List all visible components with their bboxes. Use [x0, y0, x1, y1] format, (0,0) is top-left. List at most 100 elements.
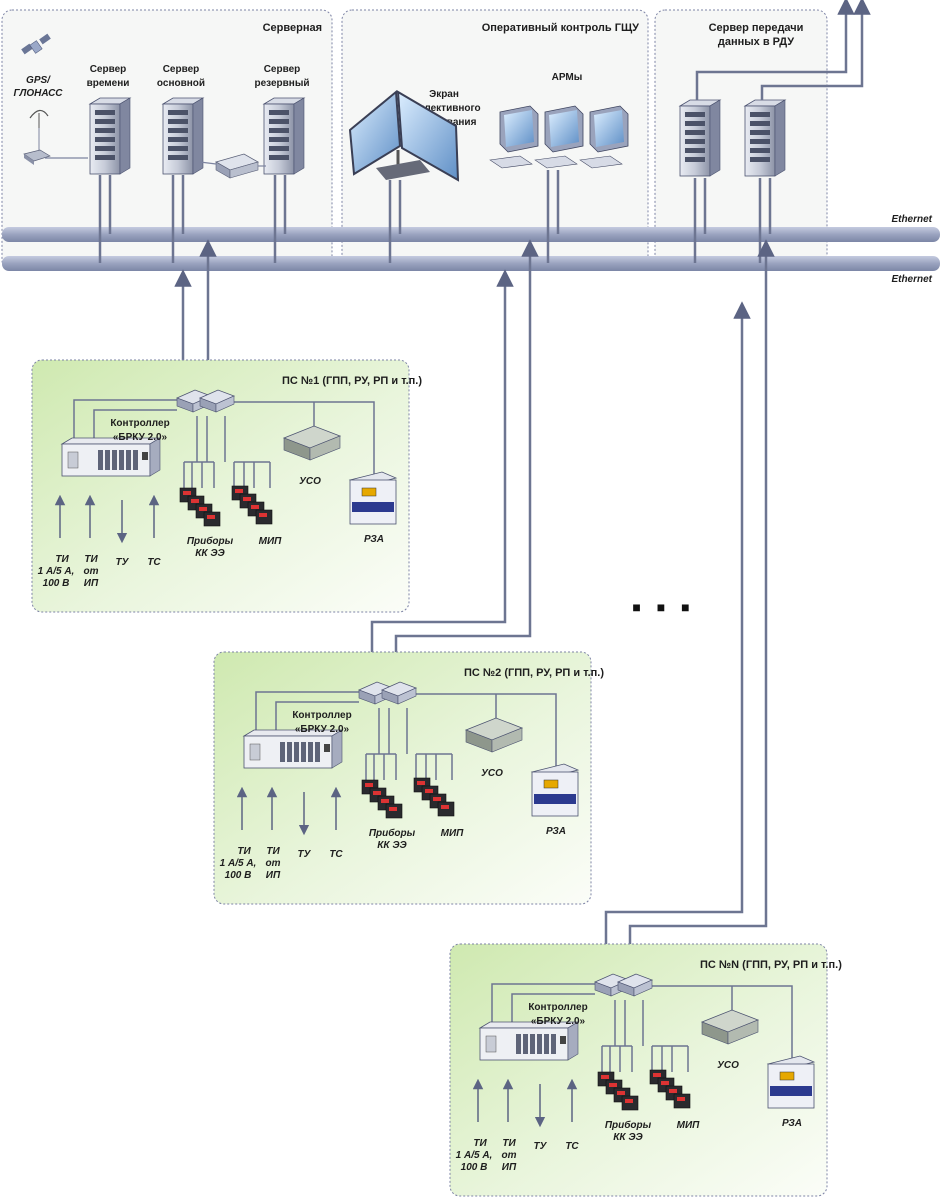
- gps-label-2: ГЛОНАСС: [13, 88, 63, 99]
- server-room-title: Серверная: [263, 22, 322, 34]
- main-server-label-1: Сервер: [163, 64, 200, 75]
- backup-server-label-2: резервный: [254, 78, 309, 89]
- main-server-label-2: основной: [157, 78, 205, 89]
- signal-ti-ip-1: ТИ: [266, 846, 280, 857]
- signal-ts: ТС: [565, 1141, 579, 1152]
- uso-label: УСО: [481, 768, 503, 779]
- signal-ti-ip-2: от: [84, 566, 99, 577]
- energy-meters-icon: [179, 487, 221, 527]
- brku-controller-icon: [242, 729, 344, 769]
- signal-ti-ip-2: от: [266, 858, 281, 869]
- ethernet-label-1: Ethernet: [891, 214, 932, 225]
- mip-label: МИП: [441, 828, 465, 839]
- substation-wiring: [491, 983, 793, 1072]
- mip-label: МИП: [677, 1120, 701, 1131]
- substation-title: ПС №2 (ГПП, РУ, РП и т.п.): [464, 667, 604, 679]
- substation-panel-1: ПС №1 (ГПП, РУ, РП и т.п.) Контроллер «БРК…: [31, 359, 422, 613]
- signal-arrows: [236, 786, 342, 836]
- ethernet-bus-2: [2, 256, 940, 271]
- uso-device-icon: [282, 425, 342, 461]
- signal-ti-ip-3: ИП: [266, 870, 281, 881]
- uso-device-icon: [700, 1009, 760, 1045]
- signal-tu: ТУ: [534, 1141, 548, 1152]
- ellipsis: ■ ■ ■: [632, 599, 695, 615]
- control-title: Оперативный контроль ГЩУ: [482, 22, 639, 34]
- time-server-label-1: Сервер: [90, 64, 127, 75]
- signal-ti-ac-1: ТИ: [55, 554, 69, 565]
- screen-label-1: Экран: [429, 89, 459, 100]
- controller-label-1: Контроллер: [292, 710, 351, 721]
- network-switch-icon: [593, 973, 654, 997]
- transfer-title-1: Сервер передачи: [709, 22, 804, 34]
- substation-title: ПС №N (ГПП, РУ, РП и т.п.): [700, 959, 842, 971]
- signal-tu: ТУ: [298, 849, 312, 860]
- rza-label: РЗА: [546, 826, 566, 837]
- antenna-icon: [29, 109, 49, 150]
- signal-tu: ТУ: [116, 557, 130, 568]
- signal-ti-ip-2: от: [502, 1150, 517, 1161]
- time-server-icon: [88, 97, 132, 175]
- substation-wiring: [255, 691, 557, 780]
- network-switch-icon: [175, 389, 236, 413]
- uso-device-icon: [464, 717, 524, 753]
- gps-receiver-icon: [23, 149, 51, 165]
- rdu-uplink-lines: [695, 0, 871, 100]
- brku-controller-icon: [60, 437, 162, 477]
- signal-ti-ac-2: 1 А/5 А,: [220, 858, 257, 869]
- main-server-icon: [161, 97, 205, 175]
- mip-devices-icon: [649, 1069, 691, 1109]
- rza-label: РЗА: [782, 1118, 802, 1129]
- uso-label: УСО: [299, 476, 321, 487]
- mip-devices-icon: [231, 485, 273, 525]
- signal-ti-ac-3: 100 В: [225, 870, 252, 881]
- substation-title: ПС №1 (ГПП, РУ, РП и т.п.): [282, 375, 422, 387]
- transfer-title-2: данных в РДУ: [718, 36, 794, 48]
- signal-ts: ТС: [329, 849, 343, 860]
- signal-ti-ip-1: ТИ: [84, 554, 98, 565]
- controller-label-2: «БРКУ 2.0»: [295, 724, 350, 735]
- meters-label-1: Приборы: [369, 827, 416, 839]
- signal-ts: ТС: [147, 557, 161, 568]
- substation-wiring: [73, 399, 375, 488]
- signal-ti-ac-1: ТИ: [473, 1138, 487, 1149]
- mip-devices-icon: [413, 777, 455, 817]
- meters-label-2: КК ЭЭ: [613, 1132, 643, 1143]
- workstation-icon: [489, 105, 539, 169]
- rza-relay-icon: [530, 763, 580, 817]
- signal-ti-ac-3: 100 В: [43, 578, 70, 589]
- uso-label: УСО: [717, 1060, 739, 1071]
- gps-label-1: GPS/: [26, 75, 51, 86]
- network-switch-icon: [357, 681, 418, 705]
- backup-server-label-1: Сервер: [264, 64, 301, 75]
- signal-arrows: [472, 1078, 578, 1128]
- backup-server-icon: [262, 97, 306, 175]
- meters-label-1: Приборы: [605, 1119, 652, 1131]
- signal-ti-ac-2: 1 А/5 А,: [38, 566, 75, 577]
- ethernet-bus-1: [2, 227, 940, 242]
- meters-label-2: КК ЭЭ: [377, 840, 407, 851]
- controller-label-2: «БРКУ 2.0»: [531, 1016, 586, 1027]
- rza-label: РЗА: [364, 534, 384, 545]
- substation-panel-2: ПС №2 (ГПП, РУ, РП и т.п.) Контроллер «БРК…: [213, 651, 604, 905]
- screen-label-2: коллективного: [407, 103, 480, 114]
- signal-ti-ip-3: ИП: [502, 1162, 517, 1173]
- arm-label: АРМы: [552, 72, 583, 83]
- controller-label-2: «БРКУ 2.0»: [113, 432, 168, 443]
- signal-ti-ip-3: ИП: [84, 578, 99, 589]
- controller-label-1: Контроллер: [110, 418, 169, 429]
- rza-relay-icon: [766, 1055, 816, 1109]
- satellite-icon: [21, 33, 51, 55]
- signal-ti-ac-2: 1 А/5 А,: [456, 1150, 493, 1161]
- signal-ti-ac-3: 100 В: [461, 1162, 488, 1173]
- signal-ti-ip-1: ТИ: [502, 1138, 516, 1149]
- signal-arrows: [54, 494, 160, 544]
- substation-panel-3: ПС №N (ГПП, РУ, РП и т.п.)Контроллер«БРК…: [449, 943, 842, 1197]
- energy-meters-icon: [597, 1071, 639, 1111]
- server-switch-icon: [214, 153, 260, 179]
- meters-label-1: Приборы: [187, 535, 234, 547]
- rdu-server-1-icon: [678, 99, 722, 177]
- mip-label: МИП: [259, 536, 283, 547]
- rza-relay-icon: [348, 471, 398, 525]
